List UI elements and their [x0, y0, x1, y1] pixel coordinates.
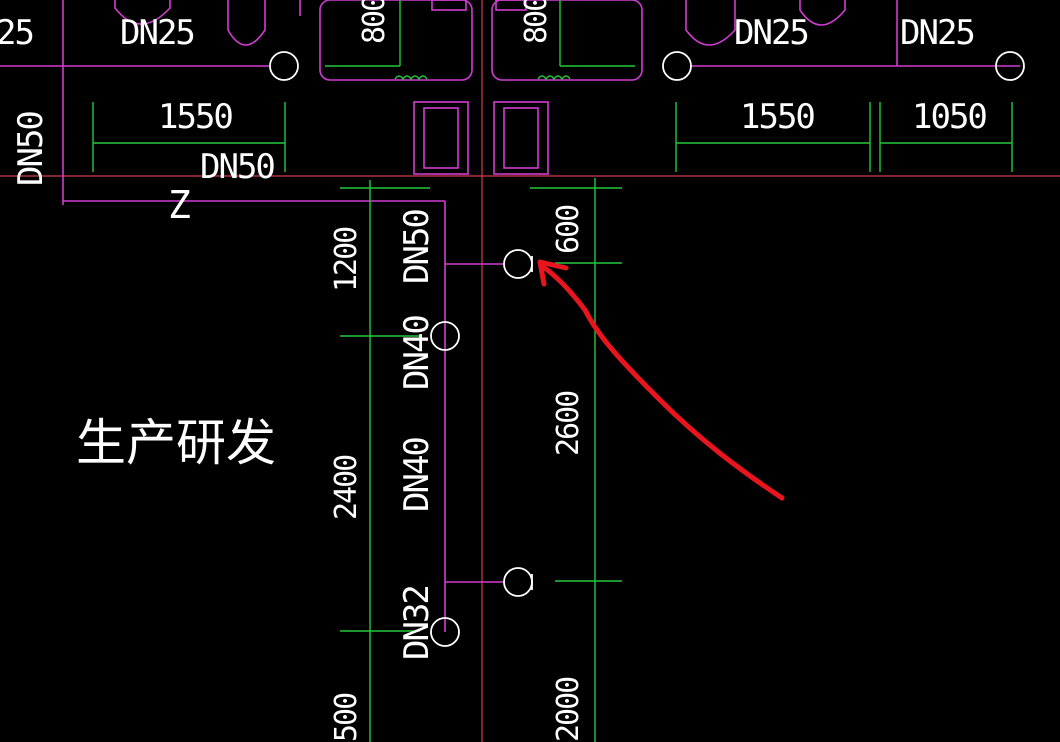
floor-drain-2 — [503, 567, 533, 597]
drain-top-right — [995, 51, 1025, 81]
fixture-green-lines — [325, 0, 635, 81]
dim-1550-right: 1550 — [740, 97, 814, 137]
drain-top-left — [269, 51, 299, 81]
dim-1550-left: 1550 — [158, 97, 232, 137]
tank-right — [491, 0, 643, 81]
fixture-shape-left — [114, 0, 171, 25]
coil-left — [394, 75, 428, 81]
room-label: 生产研发 — [76, 414, 276, 472]
label-riser-dn50: DN50 — [397, 210, 437, 284]
fixture-shape-right — [799, 0, 846, 26]
label-25-edge: 25 — [0, 13, 33, 53]
label-800-left: 800 — [357, 0, 392, 44]
label-z: Z — [168, 183, 190, 227]
labels: 25 DN25 DN25 DN25 800 800 1550 1550 1050… — [0, 0, 988, 742]
door-left — [413, 101, 469, 175]
label-riser-dn40-a: DN40 — [397, 316, 437, 390]
arrow-shaft — [539, 263, 785, 501]
top-dimensions — [92, 102, 1013, 189]
riser-fitting-2 — [430, 617, 460, 647]
dim-500-partial: 500 — [329, 693, 364, 742]
toilet-right — [685, 0, 736, 46]
door-left-inner — [423, 107, 459, 169]
dim-2000: 2000 — [551, 677, 586, 742]
top-fixtures — [0, 0, 1020, 632]
riser-fitting-1 — [430, 321, 460, 351]
small-box-left — [431, 0, 467, 11]
dim-2400: 2400 — [329, 455, 364, 520]
annotation-arrow — [537, 259, 785, 501]
vertical-dimensions — [340, 178, 622, 742]
label-800-right: 800 — [519, 0, 554, 44]
coil-right — [537, 75, 571, 81]
arrow-head — [537, 259, 569, 287]
label-dn25-c: DN25 — [900, 13, 974, 53]
small-box-right — [495, 0, 527, 11]
floor-drain-1 — [503, 249, 533, 279]
label-dn50-horizontal: DN50 — [200, 147, 274, 187]
drain-top-mid — [662, 51, 692, 81]
dim-2600: 2600 — [551, 391, 586, 456]
label-riser-dn40-b: DN40 — [397, 438, 437, 512]
dim-1050: 1050 — [912, 97, 986, 137]
dim-600: 600 — [551, 205, 586, 254]
toilet-left — [227, 0, 266, 46]
label-dn50-vertical: DN50 — [11, 112, 51, 186]
drain-fittings — [269, 51, 1025, 647]
label-dn25-a: DN25 — [120, 13, 194, 53]
label-dn25-b: DN25 — [734, 13, 808, 53]
door-right — [493, 101, 549, 175]
door-right-inner — [503, 107, 539, 169]
label-riser-dn32: DN32 — [397, 586, 437, 660]
tank-left — [319, 0, 473, 81]
dim-1200: 1200 — [329, 227, 364, 292]
